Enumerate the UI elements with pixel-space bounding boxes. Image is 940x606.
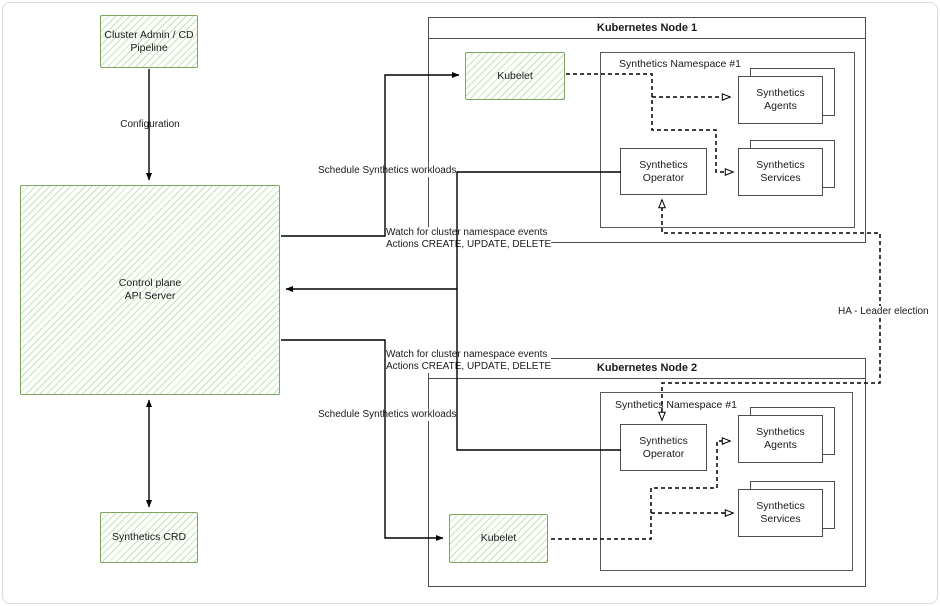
synthetics-crd-box: Synthetics CRD — [100, 512, 198, 563]
node1-services-box: Synthetics Services — [738, 148, 823, 196]
edge-label-watch-node1-line2: Actions CREATE, UPDATE, DELETE — [386, 239, 552, 250]
edge-label-watch-node1-line1: Watch for cluster namespace events — [386, 227, 548, 238]
node2-namespace-label: Synthetics Namespace #1 — [615, 399, 737, 411]
node1-services-label-line2: Services — [760, 172, 801, 184]
node1-agents-box: Synthetics Agents — [738, 76, 823, 124]
node1-agents-label: Synthetics Agents — [756, 87, 805, 112]
node1-kubelet-box: Kubelet — [465, 52, 565, 100]
node1-operator-box: Synthetics Operator — [620, 148, 707, 195]
cluster-admin-box: Cluster Admin / CD Pipeline — [100, 15, 198, 68]
node2-agents-stack: Synthetics Agents — [738, 407, 835, 463]
edge-label-watch-node1: Watch for cluster namespace events Actio… — [386, 227, 552, 251]
node2-kubelet-label: Kubelet — [480, 532, 517, 544]
node2-agents-box: Synthetics Agents — [738, 415, 823, 463]
node2-services-label-line2: Services — [760, 513, 801, 525]
node2-agents-label: Synthetics Agents — [756, 426, 805, 451]
control-plane-label-line1: Control plane — [118, 277, 182, 289]
node1-operator-label-line2: Operator — [642, 171, 685, 184]
edge-label-schedule-node2: Schedule Synthetics workloads — [318, 409, 457, 421]
node2-services-stack: Synthetics Services — [738, 481, 835, 537]
node1-namespace-label: Synthetics Namespace #1 — [619, 58, 741, 70]
node1-kubelet-label: Kubelet — [497, 69, 533, 82]
edge-label-ha-leader-election: HA - Leader election — [836, 306, 931, 318]
node1-title: Kubernetes Node 1 — [429, 18, 865, 39]
control-plane-box: Control plane API Server — [20, 185, 280, 395]
control-plane-label-line2: API Server — [124, 290, 176, 302]
node2-operator-label-line2: Operator — [642, 447, 685, 460]
node1-agents-stack: Synthetics Agents — [738, 68, 835, 124]
node2-operator-label-line1: Synthetics — [639, 434, 688, 447]
edge-label-watch-node2-line1: Watch for cluster namespace events — [386, 349, 548, 360]
node2-operator-box: Synthetics Operator — [620, 424, 707, 471]
node2-kubelet-box: Kubelet — [449, 514, 548, 563]
cluster-admin-label-line2: Pipeline — [130, 41, 168, 54]
cluster-admin-label-line1: Cluster Admin / CD — [104, 28, 194, 41]
node1-services-stack: Synthetics Services — [738, 140, 835, 196]
node2-services-box: Synthetics Services — [738, 489, 823, 537]
node1-operator-label-line1: Synthetics — [639, 158, 688, 171]
edge-label-configuration: Configuration — [105, 119, 195, 131]
edge-label-schedule-node1: Schedule Synthetics workloads — [318, 165, 457, 177]
node1-services-label-line1: Synthetics — [756, 159, 805, 171]
edge-label-watch-node2-line2: Actions CREATE, UPDATE, DELETE — [386, 361, 552, 372]
synthetics-crd-label: Synthetics CRD — [111, 531, 187, 543]
node2-services-label-line1: Synthetics — [756, 500, 805, 512]
edge-label-watch-node2: Watch for cluster namespace events Actio… — [386, 349, 552, 373]
